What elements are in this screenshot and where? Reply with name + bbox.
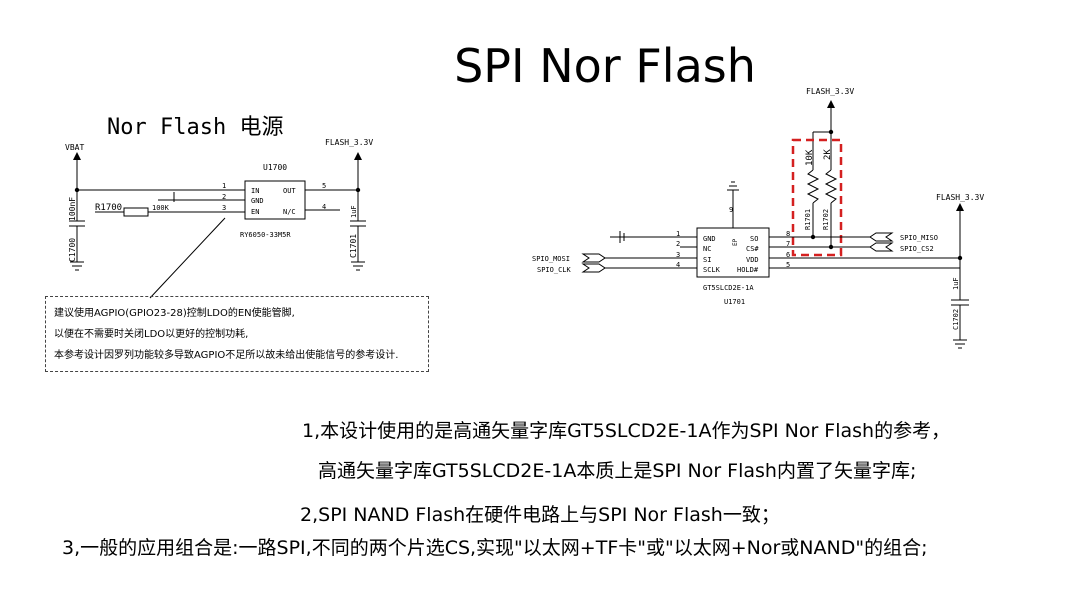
u1701-sclk: SCLK	[703, 266, 721, 274]
net-miso-label: SPIO_MISO	[900, 234, 938, 242]
u1700-pin3: 3	[222, 204, 226, 212]
description-line-4: 3,一般的应用组合是:一路SPI,不同的两个片选CS,实现"以太网+TF卡"或"…	[62, 537, 928, 559]
flash-arrow-top	[827, 100, 835, 108]
highlight-box	[791, 138, 843, 257]
u1700-in: IN	[251, 187, 259, 195]
flash-rail-left-label: FLASH_3.3V	[325, 138, 373, 147]
flash-arrow-right	[956, 203, 964, 211]
r1700-body	[123, 207, 149, 217]
r1700-label: R1700	[95, 203, 122, 213]
r1702-value: 2K	[823, 149, 833, 160]
flag-mosi	[581, 253, 606, 263]
r1700-value: 100K	[152, 204, 170, 212]
u1700-nc: N/C	[283, 208, 296, 216]
left-heading: Nor Flash 电源	[107, 115, 283, 140]
note-line-3: 本参考设计因罗列功能较多导致AGPIO不足所以故未给出使能信号的参考设计.	[54, 350, 399, 361]
c1701-value: 1uF	[350, 205, 358, 218]
u1700-pin4: 4	[322, 203, 326, 211]
vbat-arrow	[73, 152, 81, 160]
flag-clk	[581, 263, 606, 273]
vbat-label: VBAT	[65, 143, 84, 152]
u1701-pin2: 2	[676, 240, 680, 248]
r1702-label: R1702	[822, 209, 830, 230]
u1700-out: OUT	[283, 187, 296, 195]
u1700-part: RY6050-33M5R	[240, 231, 291, 239]
flash-rail-top-label: FLASH_3.3V	[806, 87, 854, 96]
flash-arrow-left	[354, 152, 362, 160]
c1702-value: 1uF	[952, 277, 960, 290]
description-line-1: 1,本设计使用的是高通矢量字库GT5SLCD2E-1A作为SPI Nor Fla…	[302, 420, 951, 442]
u1701-nc: NC	[703, 245, 711, 253]
u1701-hold: HOLD#	[737, 266, 759, 274]
u1701-ep-pin: 9	[729, 206, 733, 214]
u1701-pin7: 7	[786, 240, 790, 248]
schematic-diagram: Nor Flash 电源 VBAT FLASH_3.3V R1700 100K …	[65, 87, 984, 349]
u1701-pin4: 4	[676, 261, 680, 269]
u1701-pin8: 8	[786, 230, 790, 238]
design-note-box: 建议使用AGPIO(GPIO23-28)控制LDO的EN使能管脚, 以便在不需要…	[45, 296, 429, 372]
c1702-label: C1702	[952, 309, 960, 330]
slide-title: SPI Nor Flash	[454, 39, 756, 93]
c1700-value: 100nF	[68, 197, 77, 221]
u1700-en: EN	[251, 208, 259, 216]
u1701-ep-label: EP	[732, 238, 739, 246]
u1701-cs: CS#	[746, 245, 759, 253]
description-line-3: 2,SPI NAND Flash在硬件电路上与SPI Nor Flash一致；	[300, 504, 780, 526]
c1701-label: C1701	[349, 234, 358, 258]
u1701-pin6: 6	[786, 251, 790, 259]
u1701-pin3: 3	[676, 251, 680, 259]
net-cs2-label: SPIO_CS2	[900, 245, 934, 253]
u1700-pin5: 5	[322, 182, 326, 190]
r1701-label: R1701	[804, 209, 812, 230]
u1701-pin5: 5	[786, 261, 790, 269]
note-line-2: 以便在不需要时关闭LDO以更好的控制功耗,	[54, 329, 249, 340]
u1700-body	[244, 180, 306, 220]
u1701-gnd: GND	[703, 235, 716, 243]
net-clk-label: SPIO_CLK	[537, 266, 572, 274]
u1701-vdd: VDD	[746, 256, 759, 264]
u1700-gnd: GND	[251, 197, 264, 205]
r1701-value: 10K	[805, 149, 815, 166]
net-mosi-label: SPIO_MOSI	[532, 255, 570, 263]
flag-miso	[869, 232, 894, 242]
c1700-label: C1700	[68, 238, 77, 262]
flag-cs2	[869, 242, 894, 252]
description-line-2: 高通矢量字库GT5SLCD2E-1A本质上是SPI Nor Flash内置了矢量…	[318, 460, 917, 482]
note-line-1: 建议使用AGPIO(GPIO23-28)控制LDO的EN使能管脚,	[54, 308, 295, 319]
u1701-pin1: 1	[676, 230, 680, 238]
flash-rail-right-label: FLASH_3.3V	[936, 193, 984, 202]
u1701-si: SI	[703, 256, 711, 264]
u1701-ref: U1701	[724, 298, 745, 306]
u1701-part: GT5SLCD2E-1A	[703, 284, 754, 292]
u1700-ref: U1700	[263, 163, 287, 172]
u1700-pin1: 1	[222, 182, 226, 190]
u1700-pin2: 2	[222, 193, 226, 201]
u1701-so: SO	[750, 235, 758, 243]
